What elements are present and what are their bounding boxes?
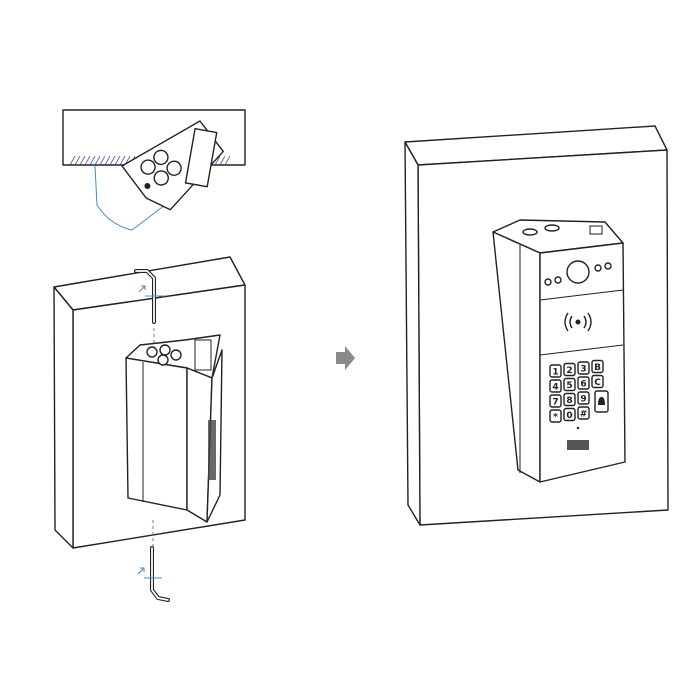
rotate-arrow-icon: [137, 567, 145, 575]
keypad-key-label: 5: [566, 381, 572, 391]
rfid-icon: [564, 312, 592, 332]
hatch-line: [84, 155, 91, 166]
keypad-key-label: B: [594, 363, 601, 373]
keypad-key-label: 0: [566, 411, 572, 421]
bell-icon: [598, 397, 605, 405]
keypad-key-label: 6: [580, 380, 586, 390]
right-arrow-icon: [336, 346, 355, 370]
ceiling-top-view: [62, 109, 246, 231]
keypad-key: #: [577, 406, 590, 420]
hex-key-top: [134, 269, 165, 345]
keypad-key: *: [549, 409, 562, 423]
hatch-line: [104, 155, 111, 166]
hatch-line: [89, 155, 96, 166]
hatch-line: [99, 155, 106, 166]
hatch-line: [219, 155, 226, 166]
hatch-line: [214, 155, 221, 166]
hatch-line: [224, 155, 231, 166]
hatch-line: [74, 155, 81, 166]
keypad-key-label: #: [580, 410, 588, 420]
keypad-key-label: 4: [552, 383, 558, 393]
keypad-key: 0: [563, 407, 576, 422]
speaker-grille: [567, 440, 589, 450]
keypad-key: 1: [549, 364, 562, 378]
keypad-key: 8: [563, 392, 576, 407]
keypad-key-label: 2: [566, 366, 572, 376]
hex-key-bottom: [137, 520, 170, 602]
rotate-arrow-icon: [138, 285, 146, 293]
keypad-key: 6: [577, 376, 590, 390]
keypad-key-label: *: [553, 413, 558, 423]
rotated-device-top: [121, 120, 224, 211]
keypad-key: 7: [549, 394, 562, 408]
keypad-key-label: 1: [552, 368, 558, 378]
camera-lens-icon: [566, 260, 590, 284]
bell-button: [594, 390, 609, 413]
hatch-line: [109, 155, 116, 166]
keypad-key: 9: [577, 391, 590, 405]
hatch-line: [94, 155, 101, 166]
keypad-key-label: 8: [566, 396, 572, 406]
keypad-key-label: 9: [580, 395, 586, 405]
keypad-key: 5: [563, 377, 576, 392]
keypad-key-label: C: [594, 378, 601, 388]
keypad-key: 4: [549, 379, 562, 393]
keypad-key-label: 7: [552, 398, 558, 408]
keypad-key-label: 3: [580, 365, 586, 375]
hatch-line: [114, 155, 121, 166]
hatch-line: [79, 155, 86, 166]
keypad-key: 3: [577, 361, 590, 375]
keypad-key: C: [591, 374, 604, 389]
keypad-key: 2: [563, 362, 576, 377]
device-angled-on-wall: [125, 334, 223, 523]
hatch-line: [69, 155, 76, 166]
keypad-key: B: [591, 359, 604, 374]
hatch-line: [119, 155, 126, 166]
